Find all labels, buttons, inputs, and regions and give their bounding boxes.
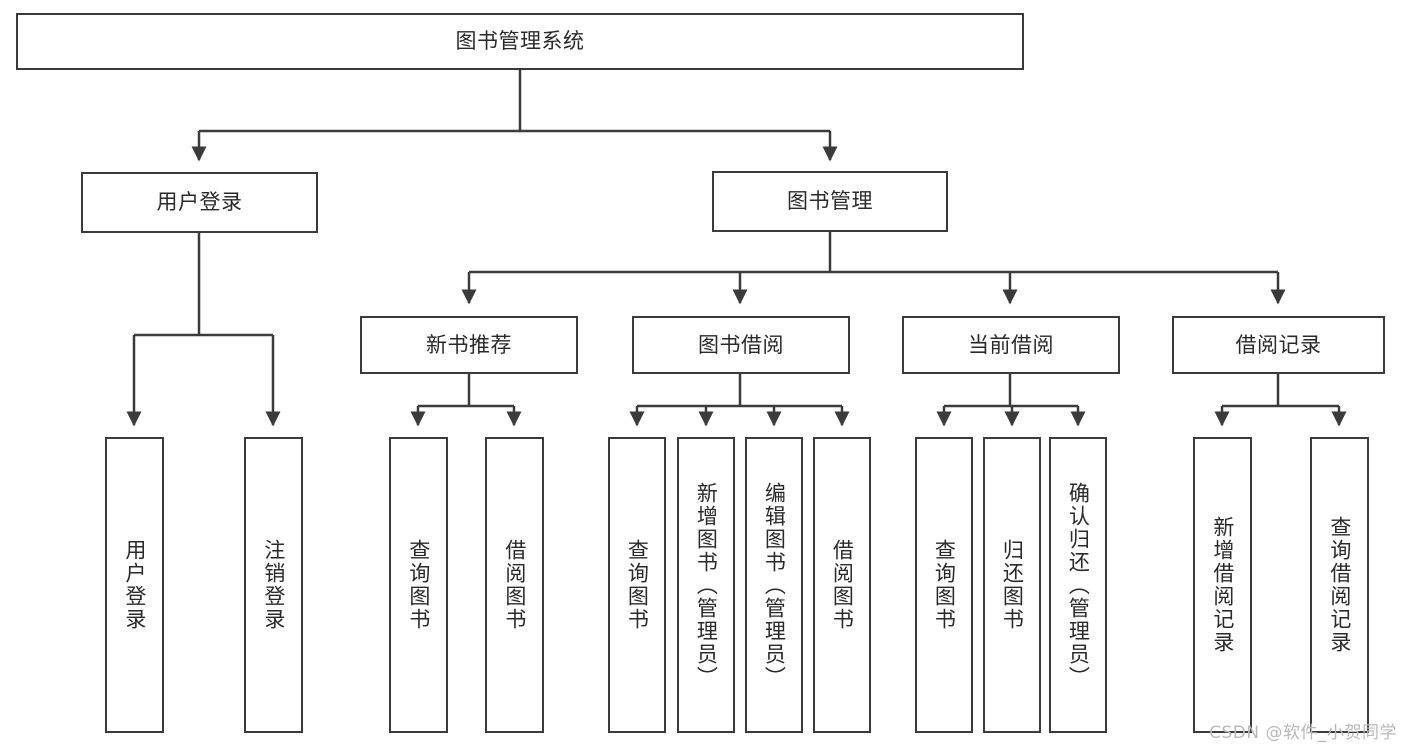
leaf-confirm-return-admin[interactable]: 确认归还（管理员） xyxy=(1049,437,1107,733)
node-label: 新书推荐 xyxy=(426,332,512,357)
node-label: 新增借阅记录 xyxy=(1210,516,1235,654)
node-book-management[interactable]: 图书管理 xyxy=(712,171,948,232)
leaf-query-book-recommend[interactable]: 查询图书 xyxy=(389,437,448,733)
node-label: 新增图书（管理员） xyxy=(694,481,719,689)
leaf-borrow-book[interactable]: 借阅图书 xyxy=(813,437,871,733)
node-label: 借阅记录 xyxy=(1235,332,1322,357)
leaf-add-book-admin[interactable]: 新增图书（管理员） xyxy=(677,437,735,733)
node-label: 查询图书 xyxy=(406,539,431,631)
node-label: 用户登录 xyxy=(122,539,147,631)
leaf-add-borrow-record[interactable]: 新增借阅记录 xyxy=(1193,437,1252,733)
node-label: 查询借阅记录 xyxy=(1327,516,1352,654)
node-book-borrow[interactable]: 图书借阅 xyxy=(632,316,850,374)
node-label: 归还图书 xyxy=(1000,539,1025,631)
node-current-borrow[interactable]: 当前借阅 xyxy=(902,316,1120,374)
leaf-return-book[interactable]: 归还图书 xyxy=(983,437,1041,733)
node-user-login[interactable]: 用户登录 xyxy=(81,172,318,233)
leaf-query-book-current[interactable]: 查询图书 xyxy=(915,437,973,733)
node-new-book-recommend[interactable]: 新书推荐 xyxy=(360,316,578,374)
node-label: 图书借阅 xyxy=(698,332,784,357)
leaf-query-borrow-record[interactable]: 查询借阅记录 xyxy=(1310,437,1369,733)
node-label: 查询图书 xyxy=(932,539,957,631)
leaf-query-book-borrow[interactable]: 查询图书 xyxy=(608,437,666,733)
leaf-user-login[interactable]: 用户登录 xyxy=(105,437,164,733)
node-label: 编辑图书（管理员） xyxy=(762,481,787,689)
node-root-system[interactable]: 图书管理系统 xyxy=(16,13,1024,70)
node-label: 借阅图书 xyxy=(830,539,855,631)
node-borrow-record[interactable]: 借阅记录 xyxy=(1172,316,1385,374)
node-label: 图书管理 xyxy=(787,189,873,214)
node-label: 用户登录 xyxy=(156,190,243,215)
node-label: 确认归还（管理员） xyxy=(1066,481,1091,689)
node-label: 查询图书 xyxy=(625,539,650,631)
node-label: 借阅图书 xyxy=(502,539,527,631)
node-label: 当前借阅 xyxy=(968,332,1054,357)
leaf-borrow-book-recommend[interactable]: 借阅图书 xyxy=(485,437,544,733)
leaf-logout[interactable]: 注销登录 xyxy=(244,437,303,733)
leaf-edit-book-admin[interactable]: 编辑图书（管理员） xyxy=(745,437,803,733)
node-label: 注销登录 xyxy=(261,539,286,631)
node-label: 图书管理系统 xyxy=(455,29,585,54)
watermark-text: CSDN @软件_小贺同学 xyxy=(1209,723,1397,743)
